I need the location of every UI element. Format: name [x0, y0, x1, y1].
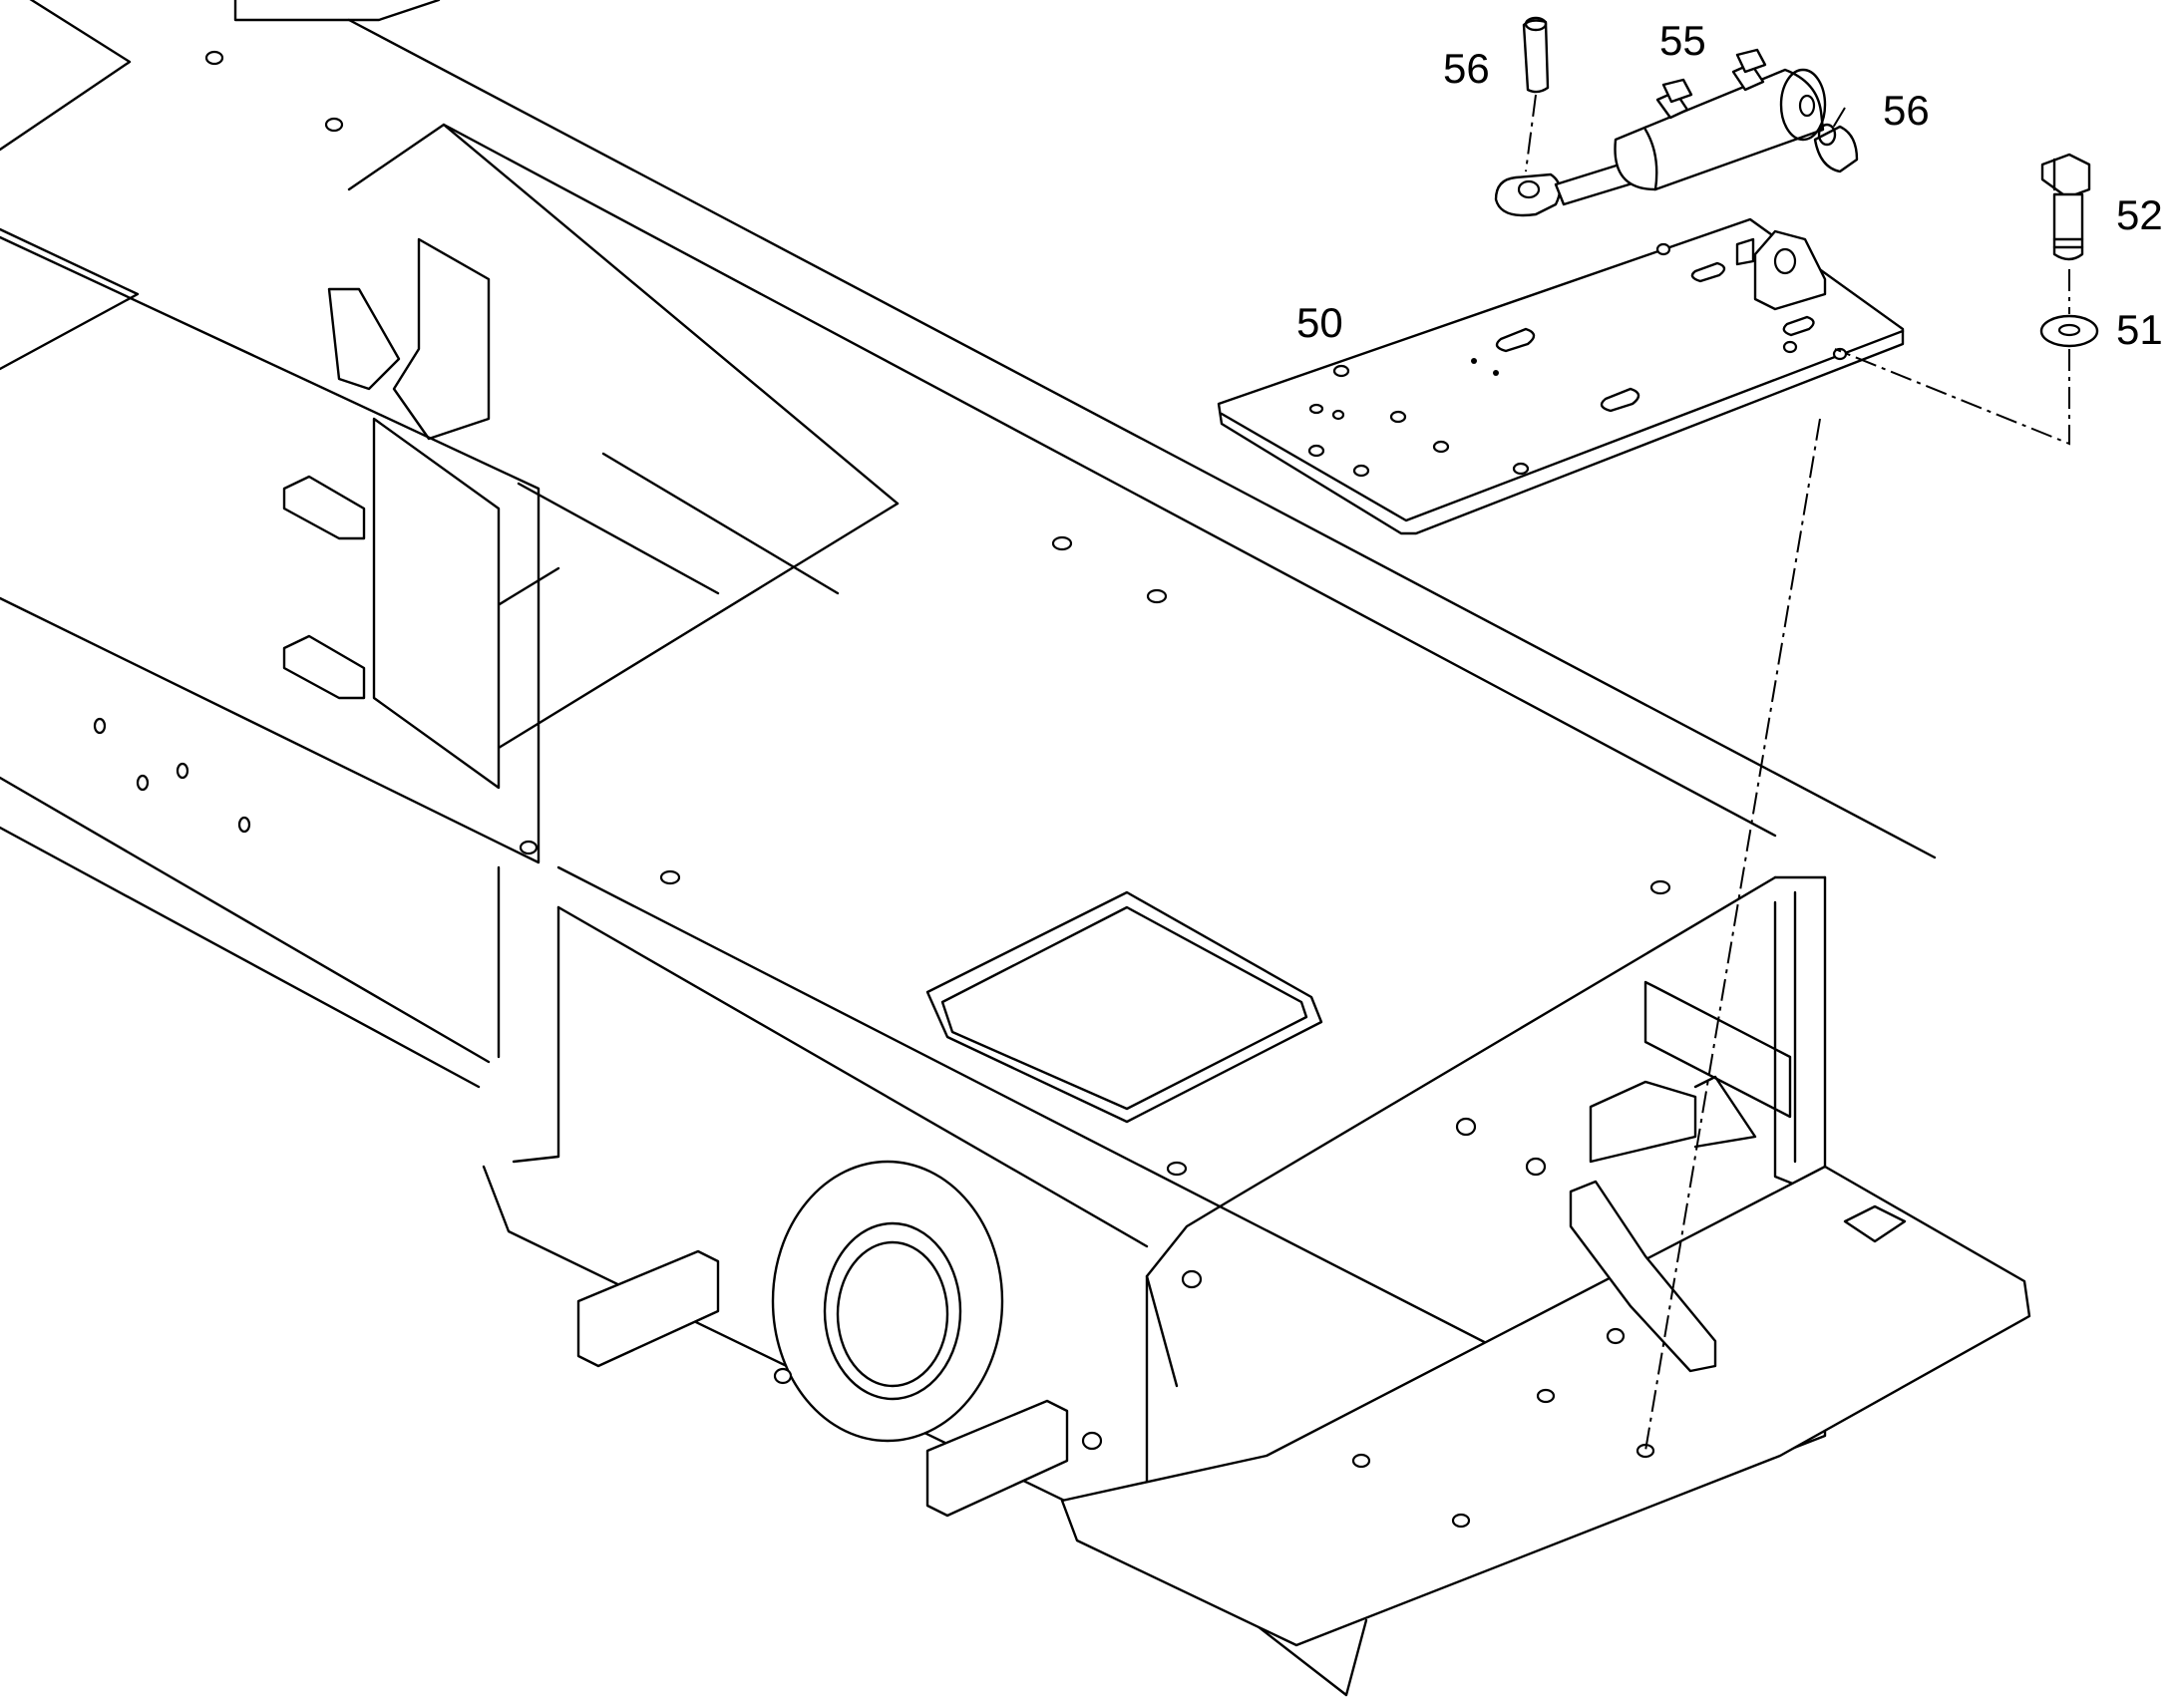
label-51: 51: [2116, 306, 2163, 353]
pin-56-right: [1813, 123, 1859, 173]
bolt-52: [2040, 153, 2091, 261]
washer-51: [2039, 314, 2099, 348]
label-55: 55: [1659, 17, 1706, 64]
hydraulic-cylinder-55: [1494, 48, 1827, 217]
label-52: 52: [2116, 191, 2163, 238]
label-56-right: 56: [1883, 87, 1930, 134]
assembly-lines: [1525, 94, 2070, 1452]
label-50: 50: [1296, 299, 1343, 346]
pin-56-top: [1522, 16, 1550, 94]
mounting-plate-50: [1217, 217, 1905, 535]
label-56-top: 56: [1443, 45, 1490, 92]
main-frame: [0, 0, 2031, 1697]
frame-holes: [93, 50, 1671, 1529]
